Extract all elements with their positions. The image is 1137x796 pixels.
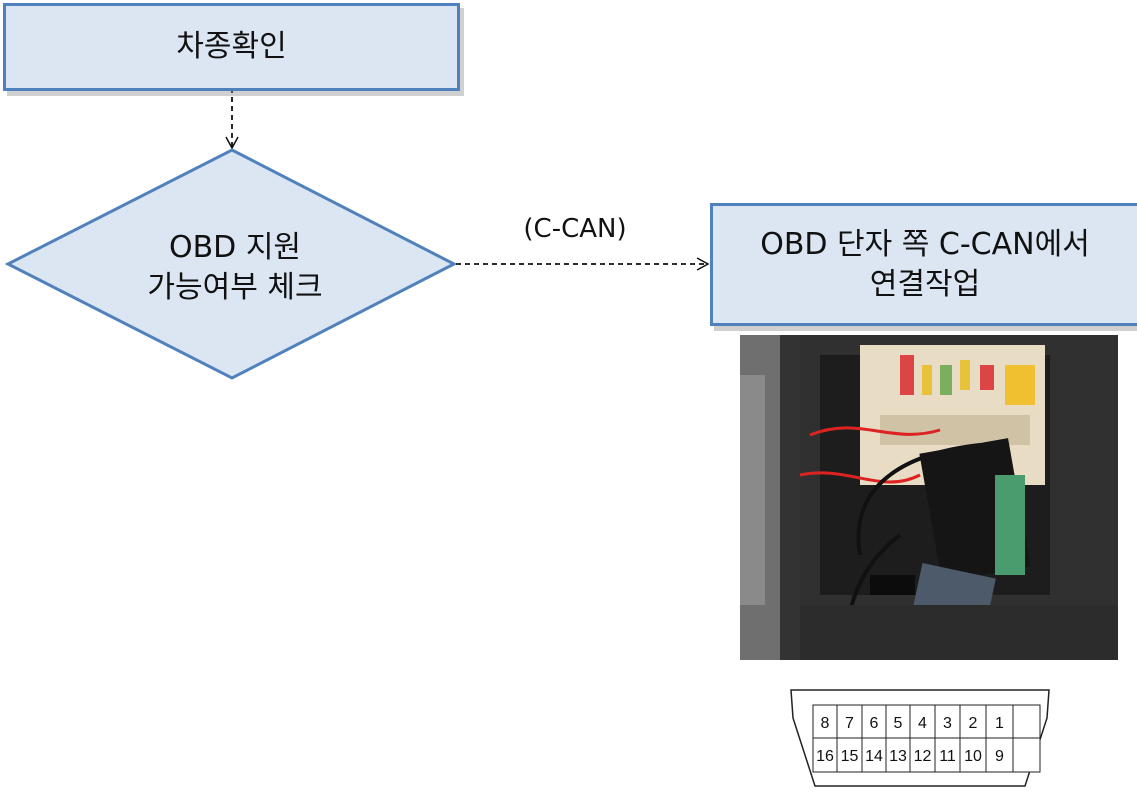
pin-number: 6 (870, 715, 879, 732)
pin-number: 4 (918, 715, 927, 732)
pin-number: 1 (995, 715, 1004, 732)
step-box-vehicle-check: 차종확인 (3, 3, 460, 91)
pin-number: 13 (889, 748, 907, 765)
step-box-obd-connection: OBD 단자 쪽 C-CAN에서 연결작업 (710, 203, 1137, 326)
step-box-vehicle-check-label: 차종확인 (176, 29, 287, 64)
pin-number: 14 (865, 748, 883, 765)
obd-install-photo (740, 335, 1118, 660)
pin-number: 8 (821, 715, 830, 732)
pin-number: 10 (964, 748, 982, 765)
step-box-obd-connection-label: OBD 단자 쪽 C-CAN에서 연결작업 (760, 226, 1090, 302)
pin-number: 5 (894, 715, 903, 732)
decision-diamond (4, 148, 458, 380)
pin-number: 3 (943, 715, 952, 732)
branch-label: (C-CAN) (523, 214, 627, 244)
pin-number: 2 (969, 715, 978, 732)
pin-number: 12 (914, 748, 932, 765)
pin-number: 11 (939, 748, 956, 765)
pin-number: 16 (816, 748, 834, 765)
decision-label: OBD 지원 가능여부 체크 (147, 230, 323, 305)
pin-number: 15 (841, 748, 859, 765)
pin-number: 9 (995, 748, 1004, 765)
pin-number: 7 (845, 715, 854, 732)
